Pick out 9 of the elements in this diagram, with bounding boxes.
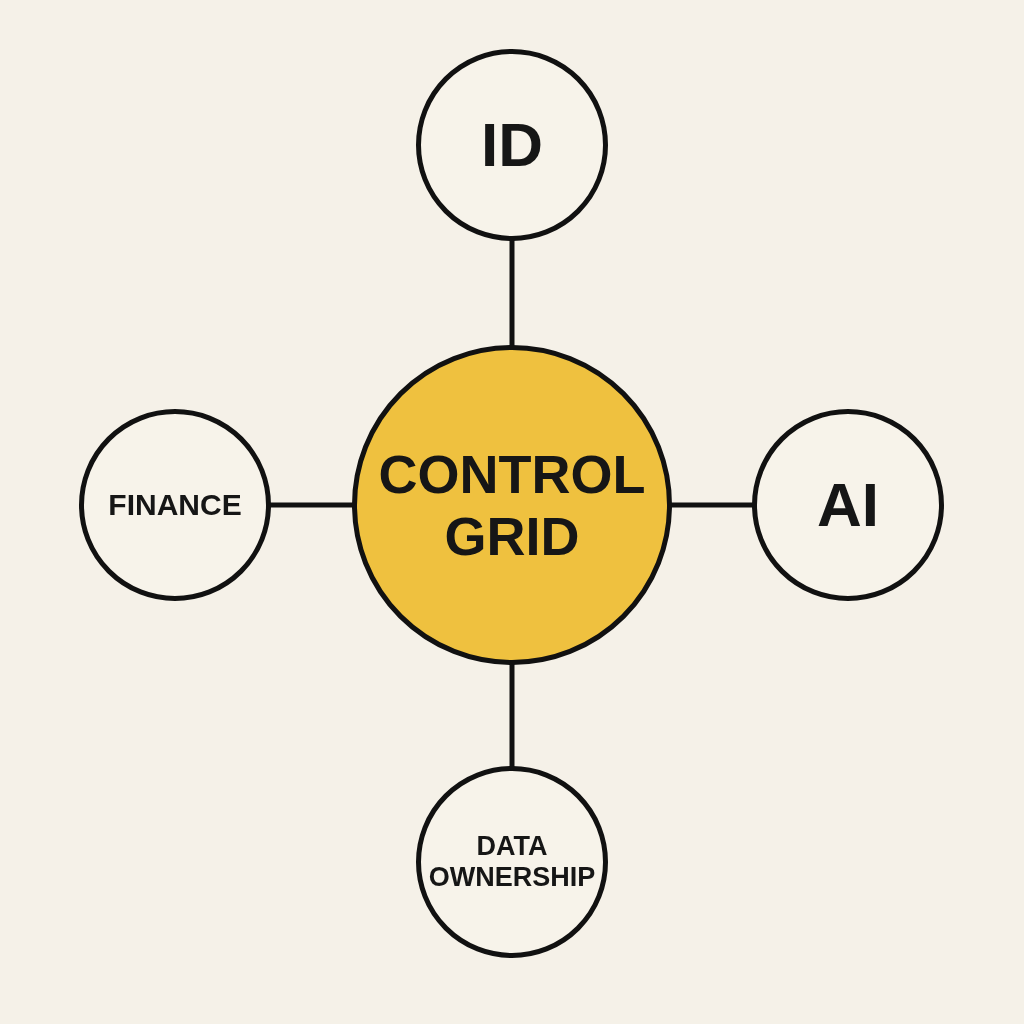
connector-line [509, 239, 515, 347]
node-label: ID [481, 109, 543, 181]
node-label: CONTROL GRID [377, 442, 647, 568]
node-label: AI [817, 469, 879, 541]
connector-line [269, 502, 354, 508]
connector-line [670, 502, 754, 508]
node-label: FINANCE [108, 487, 242, 523]
connector-line [509, 663, 515, 768]
node-label: DATA OWNERSHIP [427, 830, 597, 894]
